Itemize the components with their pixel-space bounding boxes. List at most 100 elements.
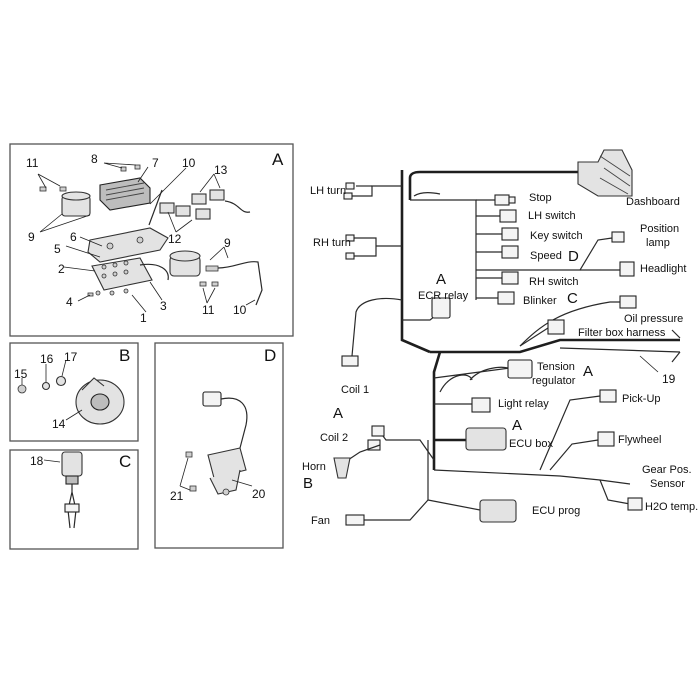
callout-b-horn: B bbox=[303, 475, 313, 492]
label-rh-switch: RH switch bbox=[529, 276, 579, 288]
label-key-switch: Key switch bbox=[530, 230, 583, 242]
part-num-8: 8 bbox=[91, 152, 98, 166]
tension-regulator-connector bbox=[507, 359, 533, 379]
callout-a-coil2: A bbox=[333, 405, 343, 422]
part-num-20: 20 bbox=[252, 487, 266, 501]
coil-1-connector bbox=[341, 355, 359, 367]
trunk-main bbox=[430, 338, 680, 354]
part-num-5: 5 bbox=[54, 242, 61, 256]
ecr-relay-connector bbox=[431, 297, 451, 319]
blinker-plug bbox=[64, 503, 80, 513]
panel-b-letter: B bbox=[119, 346, 130, 365]
panel-c-letter: C bbox=[119, 452, 131, 471]
label-filter-box-harness: Filter box harness bbox=[578, 327, 666, 339]
stop-connector bbox=[494, 194, 510, 206]
light-relay-connector bbox=[471, 397, 491, 413]
coil-connector bbox=[202, 391, 222, 407]
panel-a: A bbox=[9, 143, 294, 337]
headlight-connector bbox=[619, 261, 635, 277]
label-lh-switch: LH switch bbox=[528, 210, 576, 222]
part-num-11-b: 11 bbox=[202, 303, 215, 317]
label-gear-pos-1: Gear Pos. bbox=[642, 464, 692, 476]
label-tension-regulator-2: regulator bbox=[532, 375, 576, 387]
pickup-wire bbox=[539, 395, 601, 471]
label-lh-turn: LH turn bbox=[310, 185, 346, 197]
voltage-regulator bbox=[99, 177, 151, 211]
label-ecu-box: ECU box bbox=[509, 438, 554, 450]
label-coil-2: Coil 2 bbox=[320, 432, 348, 444]
filter-box-connector bbox=[547, 319, 565, 335]
horn-component bbox=[75, 377, 125, 425]
screws-top bbox=[39, 164, 141, 192]
label-oil-pressure: Oil pressure bbox=[624, 313, 683, 325]
part-num-12: 12 bbox=[168, 232, 182, 246]
part-num-11-a: 11 bbox=[26, 156, 39, 170]
label-position-lamp-2: lamp bbox=[646, 237, 670, 249]
starter-relay bbox=[169, 250, 219, 277]
panel-a-frame bbox=[9, 143, 294, 337]
label-tension-regulator-1: Tension bbox=[537, 361, 575, 373]
coil-screw-a bbox=[185, 451, 193, 458]
callout-d-speed: D bbox=[568, 248, 579, 265]
label-stop: Stop bbox=[529, 192, 552, 204]
trunk-dashboard bbox=[408, 170, 578, 200]
label-headlight: Headlight bbox=[640, 263, 686, 275]
callout-c-blinker: C bbox=[567, 290, 578, 307]
label-horn: Horn bbox=[302, 461, 326, 473]
ignition-coil bbox=[207, 447, 247, 496]
fan-wire bbox=[364, 499, 429, 521]
lh-switch-connector bbox=[499, 209, 517, 223]
trunk-left bbox=[400, 170, 431, 354]
panel-b: B 15 16 17 14 bbox=[9, 342, 139, 442]
pickup-connector bbox=[599, 389, 617, 403]
callout-a-tension: A bbox=[583, 363, 593, 380]
rh-switch-connector bbox=[501, 271, 519, 285]
label-blinker: Blinker bbox=[523, 295, 557, 307]
relay-lead bbox=[217, 261, 263, 306]
part-num-1: 1 bbox=[140, 311, 147, 325]
ecu-box-connector bbox=[465, 427, 507, 451]
label-position-lamp-1: Position bbox=[640, 223, 679, 235]
part-num-16: 16 bbox=[40, 352, 54, 366]
horn-connector bbox=[333, 457, 351, 479]
part-num-21: 21 bbox=[170, 489, 184, 503]
part-num-15: 15 bbox=[14, 367, 28, 381]
coil-2-wire bbox=[379, 431, 435, 461]
panel-a-letter: A bbox=[272, 150, 284, 169]
label-pick-up: Pick-Up bbox=[622, 393, 661, 405]
bracket-strap bbox=[148, 189, 163, 226]
panel-c-frame bbox=[9, 449, 139, 550]
callout-a-ecu: A bbox=[512, 417, 522, 434]
panel-b-frame bbox=[9, 342, 139, 442]
part-num-6: 6 bbox=[70, 230, 77, 244]
callout-a-ecr: A bbox=[436, 271, 446, 288]
coil-1-wire bbox=[351, 297, 403, 357]
part-num-10-a: 10 bbox=[182, 156, 196, 170]
part-num-3: 3 bbox=[160, 299, 167, 313]
rh-turn-wire bbox=[354, 237, 402, 257]
trunk-down bbox=[432, 351, 442, 470]
part-num-14: 14 bbox=[52, 417, 66, 431]
plate-wire bbox=[139, 263, 169, 281]
oil-pressure-connector bbox=[619, 295, 637, 309]
part-num-9-a: 9 bbox=[28, 230, 35, 244]
speed-connector bbox=[501, 245, 519, 259]
part-num-4: 4 bbox=[66, 295, 73, 309]
part-num-19: 19 bbox=[662, 372, 676, 386]
label-light-relay: Light relay bbox=[498, 398, 549, 410]
part-num-10-b: 10 bbox=[233, 303, 247, 317]
part-num-13: 13 bbox=[214, 163, 228, 177]
horn-washer bbox=[41, 381, 51, 391]
label-ecu-prog: ECU prog bbox=[532, 505, 580, 517]
h2o-temp-connector bbox=[627, 497, 643, 511]
part-num-17: 17 bbox=[64, 350, 78, 364]
blinker-connector bbox=[497, 291, 515, 305]
blinker-relay bbox=[61, 451, 83, 485]
main-harness bbox=[333, 149, 681, 526]
horn-screw bbox=[17, 384, 27, 394]
relay-left bbox=[61, 191, 91, 217]
gear-pos-wire bbox=[433, 469, 631, 485]
label-coil-1: Coil 1 bbox=[341, 384, 369, 396]
part-num-18: 18 bbox=[30, 454, 44, 468]
